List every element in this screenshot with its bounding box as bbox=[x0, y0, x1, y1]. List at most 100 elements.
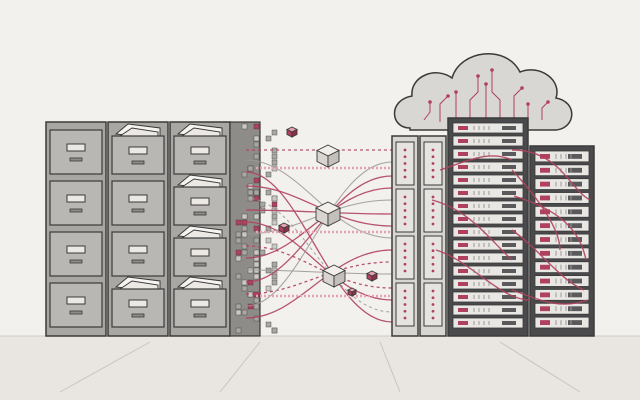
pixel-block bbox=[253, 273, 260, 280]
drive-slot bbox=[502, 269, 516, 273]
data-stream bbox=[245, 171, 393, 323]
drive-slot bbox=[502, 178, 516, 182]
cabinet-drawer bbox=[49, 282, 103, 328]
drive-slot bbox=[502, 282, 516, 286]
drive-slot bbox=[568, 250, 582, 256]
pixel-block bbox=[247, 165, 254, 172]
drive-slot bbox=[568, 154, 582, 159]
status-led bbox=[458, 321, 468, 325]
circuit-node bbox=[454, 90, 458, 94]
status-led bbox=[403, 155, 407, 159]
status-led bbox=[540, 278, 550, 284]
status-led bbox=[458, 295, 468, 299]
status-led bbox=[431, 262, 435, 266]
pixel-block bbox=[235, 303, 242, 310]
server-unit bbox=[452, 161, 524, 173]
server-unit bbox=[452, 304, 524, 316]
pixel-block bbox=[253, 123, 260, 130]
pixel-block bbox=[271, 129, 278, 136]
pixel-block bbox=[235, 249, 242, 256]
data-stream bbox=[245, 161, 393, 307]
status-led bbox=[540, 250, 550, 256]
drive-slot bbox=[568, 264, 582, 270]
cabinet-drawer bbox=[173, 123, 227, 175]
pixel-block bbox=[259, 201, 266, 208]
cabinet-drawer bbox=[173, 276, 227, 328]
pixel-block bbox=[253, 189, 260, 196]
drive-slot bbox=[502, 191, 516, 195]
status-led bbox=[431, 162, 435, 165]
status-led bbox=[403, 296, 407, 300]
server-unit bbox=[534, 178, 590, 190]
drive-slot bbox=[568, 167, 582, 173]
circuit-trace bbox=[491, 70, 501, 122]
pixel-block bbox=[271, 279, 278, 286]
status-led bbox=[431, 289, 435, 293]
status-led bbox=[540, 223, 550, 229]
status-led bbox=[403, 269, 407, 273]
server-unit bbox=[534, 316, 590, 329]
network-cable bbox=[511, 169, 561, 251]
status-led bbox=[540, 320, 550, 325]
server-racks bbox=[391, 117, 595, 337]
pixel-block bbox=[253, 213, 260, 220]
pixel-block bbox=[253, 135, 260, 142]
circuit-node bbox=[428, 100, 432, 104]
filing-cabinet-icon bbox=[45, 121, 107, 337]
status-led bbox=[431, 155, 435, 159]
pixel-block bbox=[265, 135, 272, 142]
status-led bbox=[403, 209, 407, 212]
pixel-block bbox=[271, 273, 278, 280]
pixel-block bbox=[265, 321, 272, 328]
pixel-block bbox=[271, 327, 278, 334]
status-led bbox=[458, 282, 468, 286]
server-unit bbox=[452, 252, 524, 264]
pixel-block bbox=[253, 237, 260, 244]
pixel-block bbox=[253, 255, 260, 262]
pixel-block bbox=[253, 297, 260, 304]
data-cube-icon bbox=[365, 270, 379, 282]
status-led bbox=[540, 154, 550, 159]
cabinet-drawer bbox=[111, 180, 165, 226]
server-unit bbox=[534, 247, 590, 260]
cabinet-drawer bbox=[49, 231, 103, 277]
data-stream bbox=[245, 197, 393, 313]
filing-cabinet-icon bbox=[169, 121, 231, 337]
pixel-block bbox=[235, 237, 242, 244]
circuit-trace bbox=[513, 87, 523, 124]
status-led bbox=[540, 292, 550, 298]
status-led bbox=[458, 217, 468, 221]
server-cables bbox=[431, 149, 591, 305]
status-led bbox=[431, 249, 435, 253]
pixel-block bbox=[235, 231, 242, 238]
server-unit bbox=[452, 278, 524, 290]
pixel-block bbox=[241, 171, 248, 178]
pixel-block bbox=[253, 153, 260, 160]
drive-slot bbox=[568, 223, 582, 229]
circuit-node bbox=[446, 94, 450, 98]
pixel-block bbox=[271, 219, 278, 226]
server-unit bbox=[452, 291, 524, 303]
server-unit bbox=[452, 187, 524, 199]
drive-slot bbox=[502, 126, 516, 130]
status-led bbox=[458, 230, 468, 234]
status-led bbox=[458, 178, 468, 182]
pixel-block bbox=[241, 123, 248, 130]
status-led bbox=[458, 165, 468, 169]
pixel-block bbox=[271, 195, 278, 202]
status-led bbox=[403, 175, 407, 179]
server-unit bbox=[452, 174, 524, 186]
status-led bbox=[431, 148, 435, 152]
pixel-block bbox=[241, 225, 248, 232]
server-unit bbox=[452, 226, 524, 238]
pixel-block bbox=[253, 315, 260, 322]
status-led bbox=[458, 152, 468, 156]
status-led bbox=[431, 168, 435, 172]
drive-slot bbox=[568, 195, 582, 201]
status-led bbox=[431, 309, 435, 313]
drive-slot bbox=[568, 209, 582, 215]
drive-slot bbox=[502, 243, 516, 247]
circuit-node bbox=[526, 102, 530, 106]
status-led bbox=[403, 202, 407, 206]
